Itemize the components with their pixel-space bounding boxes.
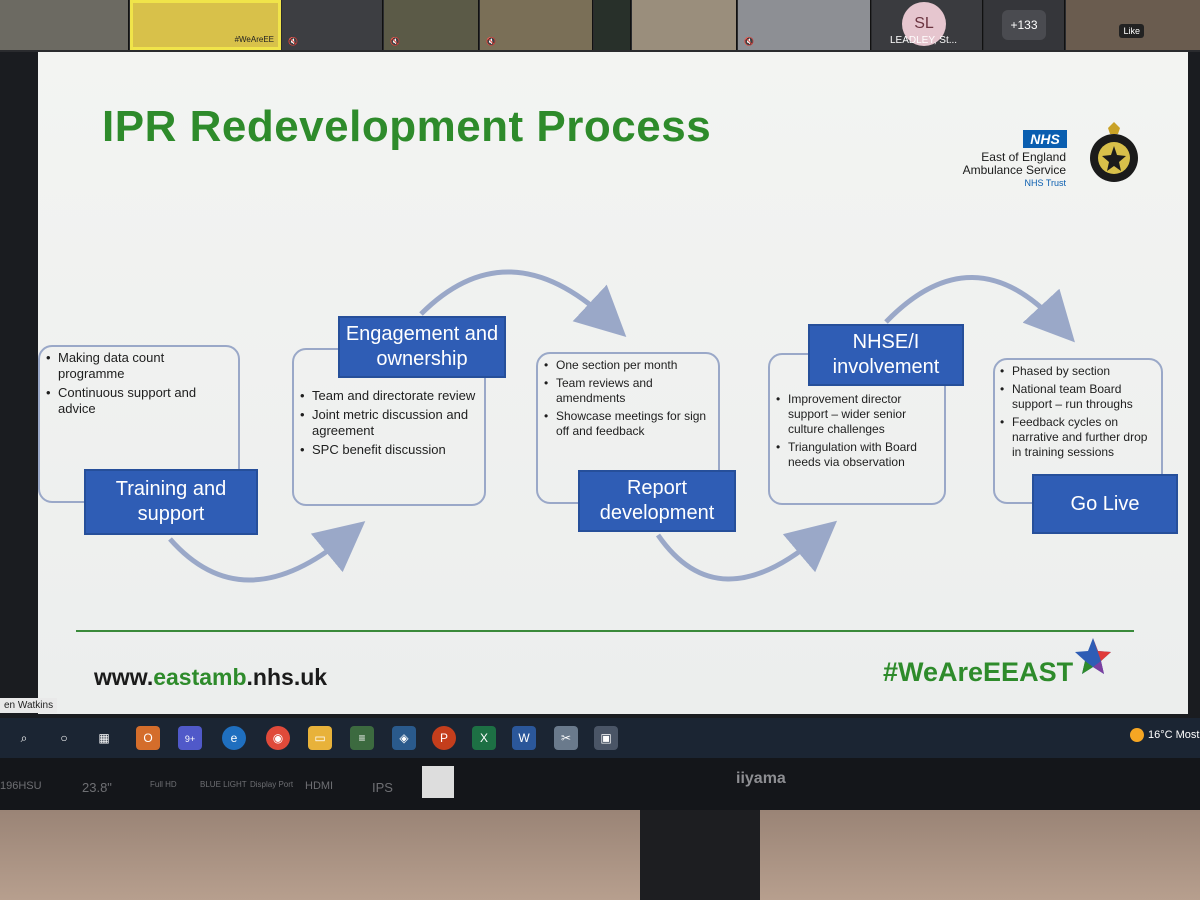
step-bullets-training: Making data count programme Continuous s… — [46, 350, 226, 420]
monitor-stand — [640, 810, 760, 900]
participant-tile-sl[interactable]: SL LEADLEY, St... — [872, 0, 983, 50]
url-prefix: www. — [94, 664, 154, 690]
monitor-size: 23.8" — [82, 780, 112, 795]
weather-widget[interactable]: 16°C Most — [1130, 728, 1199, 742]
step-label-report: Report development — [578, 470, 736, 532]
bullet-item: Continuous support and advice — [46, 385, 226, 417]
teams-badge: 9+ — [184, 734, 196, 744]
org-line-1: East of England — [981, 150, 1066, 164]
slide-title: IPR Redevelopment Process — [102, 102, 712, 151]
cortana-icon[interactable]: ○ — [60, 731, 68, 745]
task-view-icon[interactable]: ▦ — [98, 731, 110, 745]
bullet-item: Improvement director support – wider sen… — [776, 392, 936, 437]
participant-tile[interactable] — [594, 0, 631, 50]
participant-name: LEADLEY, St... — [890, 35, 958, 46]
word-icon[interactable]: W — [512, 726, 536, 750]
nhs-logo: NHS — [1023, 130, 1067, 148]
footer-divider — [76, 630, 1134, 632]
step-label-engagement: Engagement and ownership — [338, 316, 506, 378]
process-flow-arrows — [168, 269, 1075, 583]
star-logo-icon — [1075, 638, 1111, 674]
avatar: SL — [902, 2, 946, 46]
more-participants-count: +133 — [1002, 10, 1046, 40]
participant-tile[interactable]: Like — [1066, 0, 1200, 50]
bullet-item: Team reviews and amendments — [544, 376, 712, 406]
muted-mic-icon — [744, 36, 752, 46]
monitor-ips: IPS — [372, 780, 393, 795]
teams-icon[interactable]: 9+ — [178, 726, 202, 750]
url-suffix: .nhs.uk — [246, 664, 328, 690]
bullet-item: Making data count programme — [46, 350, 226, 382]
muted-mic-icon — [288, 36, 296, 46]
participant-tile[interactable] — [0, 0, 129, 50]
qr-code-icon — [422, 766, 454, 798]
participant-tile-active-speaker[interactable]: #WeAreEE — [130, 0, 281, 50]
participant-tile[interactable] — [480, 0, 593, 50]
muted-mic-icon — [390, 36, 398, 46]
more-participants[interactable]: +133 — [984, 0, 1065, 50]
search-icon[interactable]: ⌕ — [20, 731, 28, 745]
website-url: www.eastamb.nhs.uk — [94, 664, 327, 691]
bullet-item: SPC benefit discussion — [300, 442, 478, 458]
bullet-item: National team Board support – run throug… — [1000, 382, 1156, 412]
bullet-item: Triangulation with Board needs via obser… — [776, 440, 936, 470]
participant-tile[interactable] — [632, 0, 737, 50]
monitor-bezel: 196HSU 23.8" Full HD BLUE LIGHT Display … — [0, 758, 1200, 810]
bullet-item: Phased by section — [1000, 364, 1156, 379]
snipping-tool-icon[interactable]: ✂ — [554, 726, 578, 750]
url-domain: eastamb — [153, 664, 247, 690]
chrome-icon[interactable]: ◉ — [266, 726, 290, 750]
bullet-item: Joint metric discussion and agreement — [300, 407, 478, 439]
participant-tile[interactable] — [738, 0, 871, 50]
ambulance-service-crest-icon — [1090, 122, 1138, 182]
app-icon[interactable]: ▣ — [594, 726, 618, 750]
participant-video-strip: #WeAreEE SL LEADLEY, St... +133 Like — [0, 0, 1200, 52]
monitor-display-port: Display Port — [250, 780, 294, 789]
step-bullets-golive: Phased by section National team Board su… — [1000, 364, 1156, 463]
weather-sun-icon — [1130, 728, 1144, 742]
bullet-item: Feedback cycles on narrative and further… — [1000, 415, 1156, 460]
presenter-name-label: en Watkins — [0, 698, 58, 713]
outlook-icon[interactable]: O — [136, 726, 160, 750]
badge-text: #WeAreEE — [234, 35, 274, 44]
file-explorer-icon[interactable]: ▭ — [308, 726, 332, 750]
participant-tile[interactable] — [384, 0, 479, 50]
participant-tile[interactable] — [282, 0, 383, 50]
presentation-slide: IPR Redevelopment Process NHS East of En… — [38, 52, 1188, 714]
bullet-item: Team and directorate review — [300, 388, 478, 404]
monitor-fhd: Full HD — [150, 780, 177, 789]
org-line-2: Ambulance Service — [962, 163, 1066, 177]
monitor-hdmi: HDMI — [305, 780, 334, 792]
monitor-model: 196HSU — [0, 780, 42, 792]
like-tooltip: Like — [1119, 24, 1144, 38]
muted-mic-icon — [486, 36, 494, 46]
weather-text: 16°C Most — [1148, 728, 1200, 741]
step-label-training: Training and support — [84, 469, 258, 535]
app-icon[interactable]: ≡ — [350, 726, 374, 750]
hashtag: #WeAreEEAST — [883, 657, 1074, 687]
bullet-item: One section per month — [544, 358, 712, 373]
step-bullets-nhsei: Improvement director support – wider sen… — [776, 392, 936, 473]
edge-icon[interactable]: e — [222, 726, 246, 750]
step-bullets-report: One section per month Team reviews and a… — [544, 358, 712, 442]
org-line-3: NHS Trust — [1024, 178, 1066, 188]
monitor-brand: iiyama — [736, 770, 786, 787]
windows-taskbar: ⌕ ○ ▦ O 9+ e ◉ ▭ ≡ ◈ P X W ✂ ▣ 16°C Most — [0, 718, 1200, 758]
desk-background — [0, 810, 1200, 900]
step-label-golive: Go Live — [1032, 474, 1178, 534]
organisation-name: East of England Ambulance Service NHS Tr… — [963, 151, 1066, 190]
app-icon[interactable]: ◈ — [392, 726, 416, 750]
bullet-item: Showcase meetings for sign off and feedb… — [544, 409, 712, 439]
powerpoint-icon[interactable]: P — [432, 726, 456, 750]
excel-icon[interactable]: X — [472, 726, 496, 750]
step-bullets-engagement: Team and directorate review Joint metric… — [300, 388, 478, 461]
step-label-nhsei: NHSE/I involvement — [808, 324, 964, 386]
monitor-blue-light: BLUE LIGHT — [200, 780, 247, 789]
